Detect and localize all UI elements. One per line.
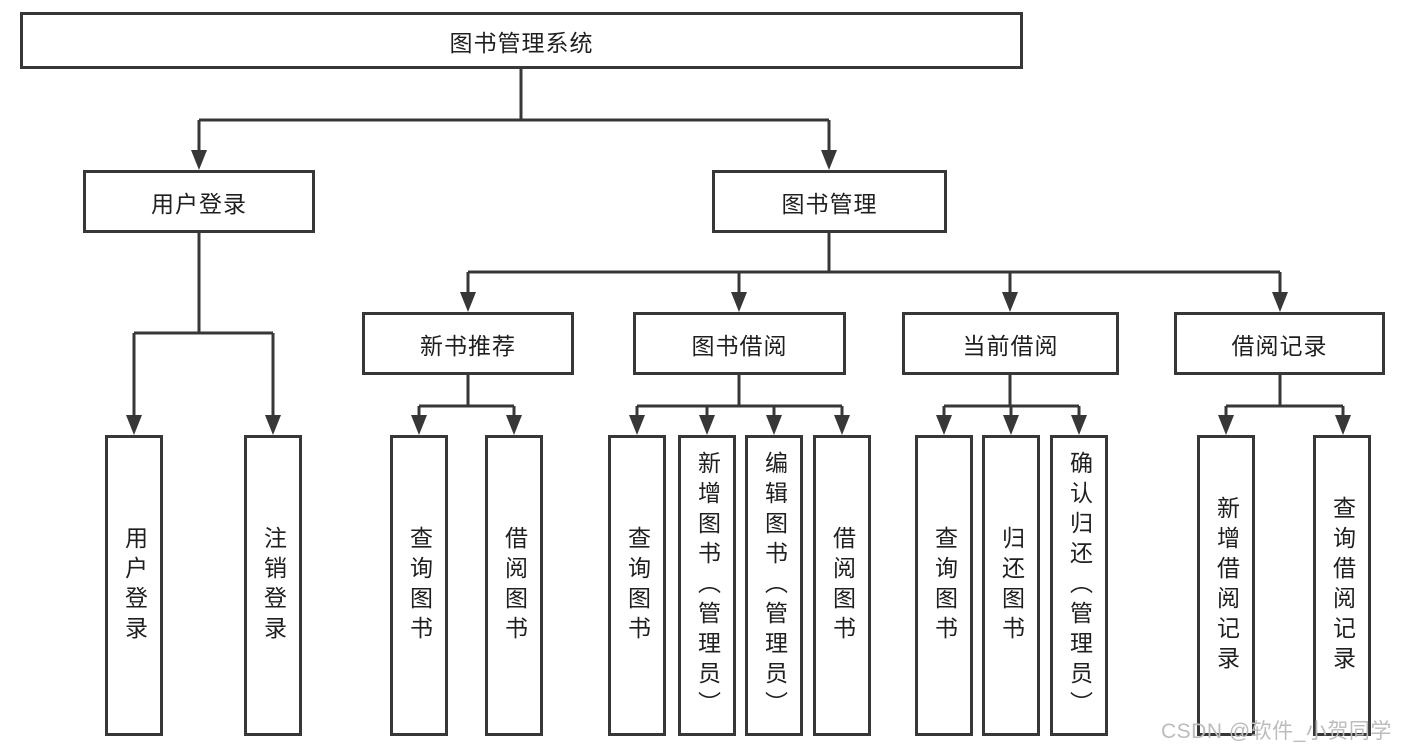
leaf-borrow-books-2-label: 借阅图书 — [829, 525, 856, 646]
leaf-return-books-label: 归还图书 — [998, 525, 1025, 646]
connector-new-book-recommend — [411, 375, 522, 435]
node-new-book-recommend-label: 新书推荐 — [420, 332, 516, 359]
watermark: CSDN @软件_小贺同学 — [1161, 720, 1392, 743]
leaf-logout: 注销登录 — [244, 435, 302, 736]
leaf-query-books-2-label: 查询图书 — [624, 525, 651, 646]
node-current-borrowing-label: 当前借阅 — [962, 332, 1059, 359]
node-root-label: 图书管理系统 — [449, 29, 594, 56]
leaf-confirm-return-admin-label: 确认归还（管理员） — [1066, 450, 1093, 721]
node-new-book-recommend: 新书推荐 — [362, 312, 574, 375]
node-user-login: 用户登录 — [83, 170, 315, 233]
leaf-borrow-books-1: 借阅图书 — [485, 435, 543, 736]
leaf-return-books: 归还图书 — [982, 435, 1040, 736]
leaf-add-borrow-record: 新增借阅记录 — [1197, 435, 1255, 736]
node-book-management-label: 图书管理 — [781, 190, 878, 217]
node-user-login-label: 用户登录 — [151, 190, 247, 217]
leaf-user-login-label: 用户登录 — [121, 525, 148, 646]
leaf-query-books-1-label: 查询图书 — [406, 525, 433, 646]
connector-root — [191, 69, 837, 170]
node-current-borrowing: 当前借阅 — [902, 312, 1119, 375]
leaf-logout-label: 注销登录 — [260, 525, 287, 646]
leaf-add-books-admin: 新增图书（管理员） — [678, 435, 736, 736]
connector-user-login — [126, 233, 281, 435]
leaf-query-borrow-record: 查询借阅记录 — [1313, 435, 1371, 736]
connector-book-borrowing — [629, 375, 850, 435]
leaf-query-books-3: 查询图书 — [915, 435, 973, 736]
connector-current-borrowing — [936, 375, 1087, 435]
node-book-borrowing-label: 图书借阅 — [691, 332, 788, 359]
node-borrow-records-label: 借阅记录 — [1231, 332, 1328, 359]
leaf-query-borrow-record-label: 查询借阅记录 — [1329, 495, 1356, 676]
node-borrow-records: 借阅记录 — [1174, 312, 1385, 375]
leaf-add-borrow-record-label: 新增借阅记录 — [1213, 495, 1240, 676]
leaf-edit-books-admin-label: 编辑图书（管理员） — [761, 450, 788, 721]
node-root: 图书管理系统 — [20, 12, 1023, 69]
leaf-add-books-admin-label: 新增图书（管理员） — [694, 450, 721, 721]
leaf-query-books-3-label: 查询图书 — [931, 525, 958, 646]
connector-book-management — [460, 233, 1288, 312]
node-book-borrowing: 图书借阅 — [633, 312, 846, 375]
leaf-borrow-books-2: 借阅图书 — [813, 435, 871, 736]
leaf-edit-books-admin: 编辑图书（管理员） — [745, 435, 803, 736]
connector-borrow-records — [1218, 375, 1351, 435]
leaf-query-books-2: 查询图书 — [608, 435, 666, 736]
leaf-query-books-1: 查询图书 — [390, 435, 448, 736]
leaf-confirm-return-admin: 确认归还（管理员） — [1050, 435, 1108, 736]
leaf-borrow-books-1-label: 借阅图书 — [501, 525, 528, 646]
leaf-user-login: 用户登录 — [105, 435, 163, 736]
node-book-management: 图书管理 — [712, 170, 947, 233]
